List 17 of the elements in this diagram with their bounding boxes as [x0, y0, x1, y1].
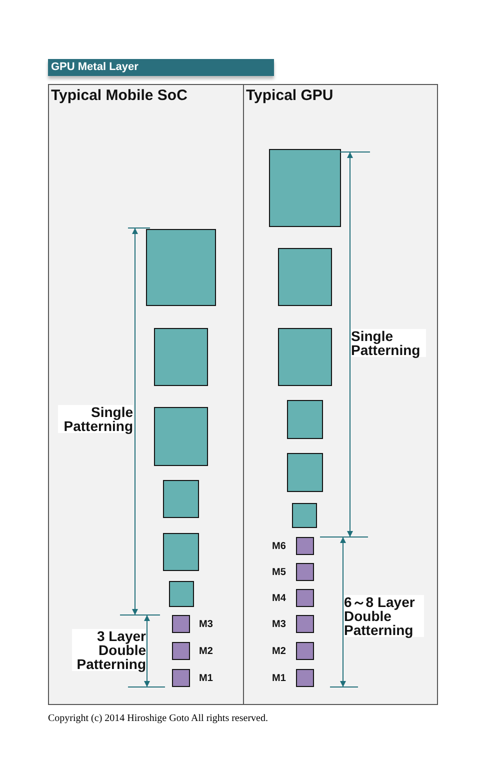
layer-label: M5 — [272, 567, 286, 578]
panel-heading: Typical GPU — [246, 87, 334, 104]
panel-heading: Typical Mobile SoC — [51, 87, 188, 104]
dimension-label: Single Patterning — [58, 405, 133, 433]
copyright-note: Copyright (c) 2014 Hiroshige Goto All rights reserved. — [48, 713, 268, 724]
layer-label: M1 — [199, 673, 213, 684]
layer-label: M6 — [272, 541, 286, 552]
layer-label: M3 — [199, 619, 213, 630]
title-bar: GPU Metal Layer — [48, 59, 274, 76]
layer-label: M2 — [199, 646, 213, 657]
layer-label: M2 — [272, 646, 286, 657]
dimension-label: 3 Layer Double Patterning — [72, 629, 146, 671]
layer-label: M3 — [272, 619, 286, 630]
dimension-label: 6～8 Layer Double Patterning — [344, 595, 424, 637]
layer-label: M4 — [272, 593, 286, 604]
layer-label: M1 — [272, 673, 286, 684]
dimension-label: Single Patterning — [351, 329, 426, 357]
